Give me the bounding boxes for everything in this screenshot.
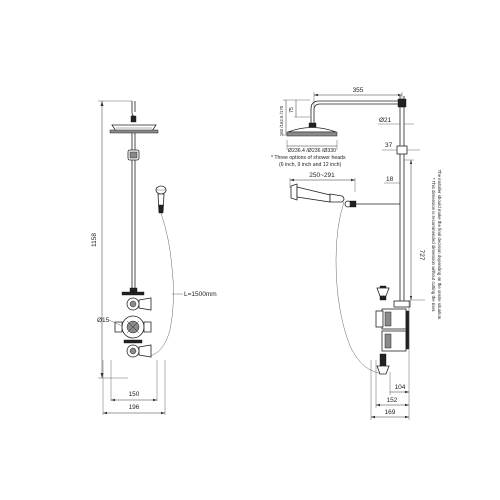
dim-37-label: 37 bbox=[385, 142, 393, 149]
head-note-line1: * Three options of shower heads bbox=[271, 155, 346, 161]
front-valve: Ø15 bbox=[97, 291, 152, 358]
head-drop-label: 160 /162.5 /170 bbox=[279, 105, 284, 136]
install-note-line2: The installer should make the final deci… bbox=[437, 170, 442, 321]
front-shower-head bbox=[109, 101, 159, 134]
side-riser: Ø21 37 18 bbox=[378, 96, 420, 308]
arm-offset-label: 75 bbox=[289, 107, 295, 113]
riser-diameter-label: Ø21 bbox=[379, 117, 392, 124]
side-shower-arm: Ø236.4 /Ø236 /Ø330 * Three options of sh… bbox=[271, 100, 400, 168]
overall-height-label: 1158 bbox=[91, 233, 98, 247]
side-handset: 250~291 bbox=[289, 172, 400, 375]
arm-projection-dimension: 355 bbox=[313, 87, 403, 108]
head-note-line2: (6 inch, 9 inch and 12 inch) bbox=[279, 162, 342, 168]
front-width-dimensions: 150 196 bbox=[102, 360, 166, 415]
side-bottom-dimensions: 104 152 169 bbox=[370, 360, 409, 420]
handset-range-label: 250~291 bbox=[309, 172, 335, 179]
side-valve bbox=[375, 285, 410, 420]
front-riser bbox=[127, 133, 140, 295]
head-drop-dimensions: 160 /162.5 /170 75 bbox=[279, 99, 310, 136]
overall-width-label: 196 bbox=[129, 404, 140, 411]
valve-centres-label: 150 bbox=[129, 391, 140, 398]
arm-projection-label: 355 bbox=[353, 87, 364, 94]
front-handset: L=1500mm bbox=[149, 185, 217, 357]
dim-18-label: 18 bbox=[386, 176, 394, 183]
front-view: 1158 L=1500mm bbox=[91, 100, 217, 415]
hose-length-label: L=1500mm bbox=[184, 291, 217, 298]
dim-169-label: 169 bbox=[385, 409, 396, 416]
dim-104-label: 104 bbox=[395, 384, 406, 391]
side-view: 355 Ø236.4 /Ø236 /Ø330 * Three options o… bbox=[271, 87, 442, 420]
head-sizes-label: Ø236.4 /Ø236 /Ø330 bbox=[288, 148, 336, 154]
dim-727-label: 727 bbox=[418, 250, 425, 261]
dim-727-group: 727 * This dimension is recommended dime… bbox=[404, 159, 442, 321]
diameter-label: Ø15 bbox=[97, 317, 110, 324]
install-note-line1: * This dimension is recommended dimensio… bbox=[431, 178, 436, 313]
dim-152-label: 152 bbox=[387, 397, 398, 404]
overall-height-dimension: 1158 bbox=[91, 100, 132, 379]
